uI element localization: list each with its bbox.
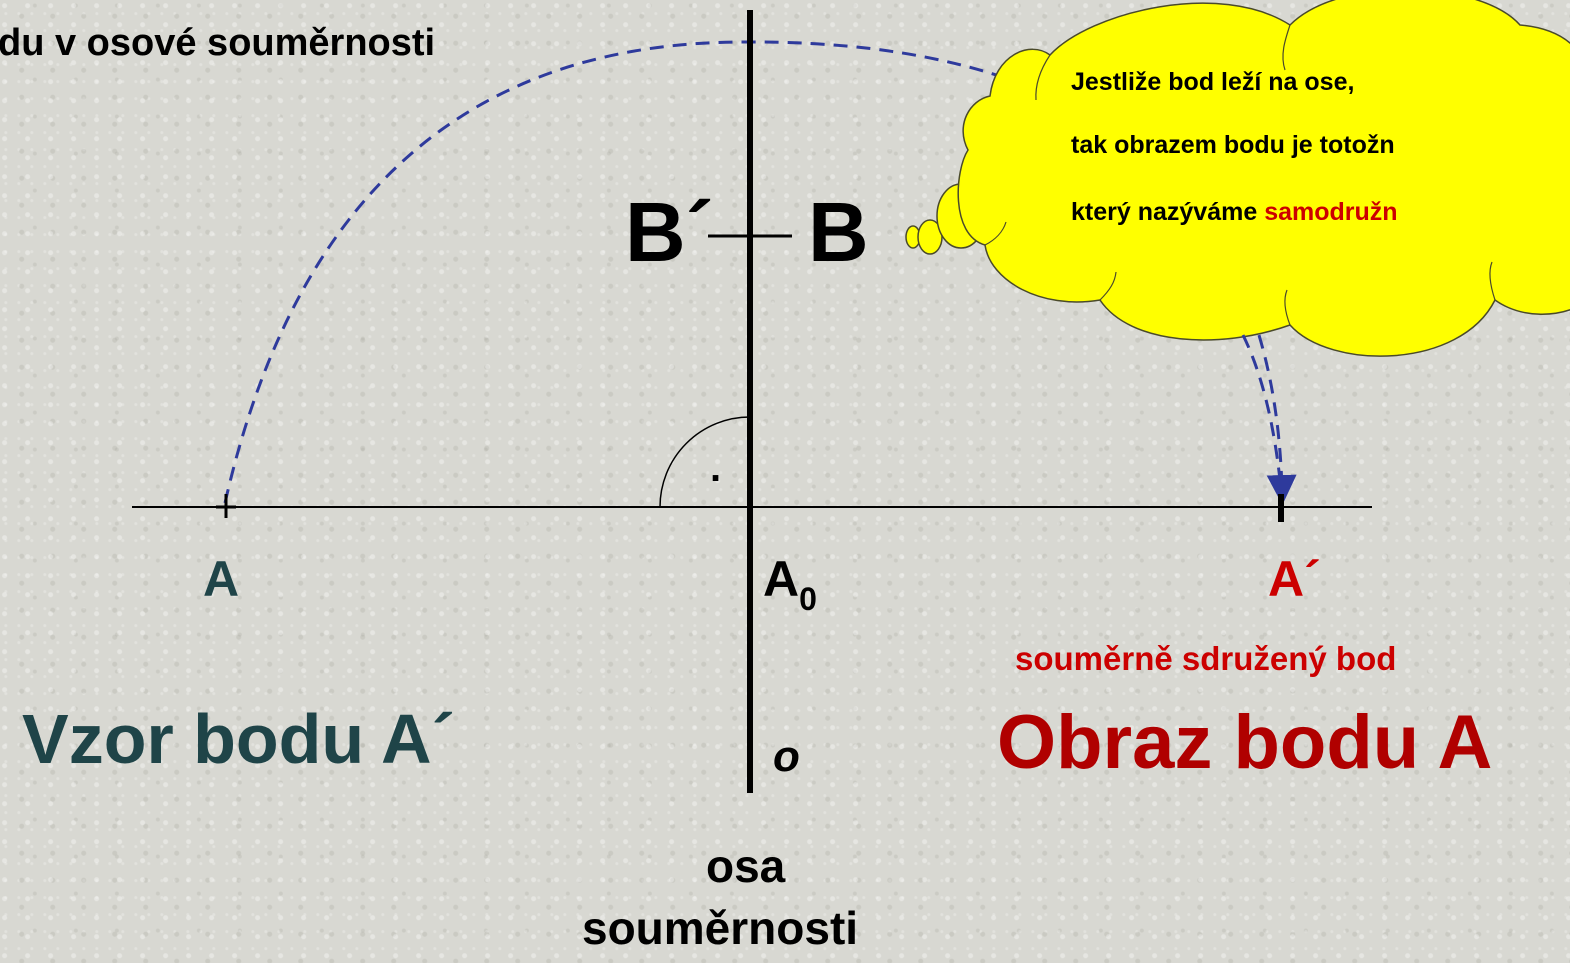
point-a0-subscript: 0 <box>799 581 817 617</box>
preimage-label: Vzor bodu A´ <box>22 700 455 778</box>
axis-o-label: o <box>773 732 800 781</box>
bubble-line-1: Jestliže bod leží na ose, <box>1071 68 1355 96</box>
point-a-mark <box>216 494 236 518</box>
right-angle-dot: . <box>710 446 722 490</box>
point-a-label: A <box>203 551 240 607</box>
thought-bubble <box>957 0 1570 357</box>
axis-label-line2: souměrnosti <box>582 902 859 954</box>
axis-label-line1: osa <box>706 840 786 892</box>
point-a-prime-label: A´ <box>1268 551 1321 607</box>
bubble-highlight: samodružn <box>1264 198 1398 226</box>
bubble-fold <box>1099 271 1117 301</box>
bubble-fold <box>984 221 1007 246</box>
point-a0-label: A0 <box>763 551 817 615</box>
conjugate-point-label: souměrně sdružený bod <box>1015 640 1397 677</box>
bubble-fold <box>1284 289 1291 326</box>
point-b-label: B <box>808 185 869 279</box>
bubble-fold <box>1282 24 1291 71</box>
bubble-fold <box>1035 54 1051 101</box>
point-b-prime-label: B´ <box>625 185 714 279</box>
page-title: du v osové souměrnosti <box>0 22 436 64</box>
bubble-line-3: který nazýváme samodružn <box>1071 200 1398 225</box>
point-a0-base: A <box>763 551 800 607</box>
bubble-fold <box>1489 261 1496 301</box>
right-angle-arc <box>659 416 751 508</box>
image-label: Obraz bodu A <box>997 700 1493 785</box>
bubble-line-3-prefix: který nazýváme <box>1071 198 1265 226</box>
bubble-line-2: tak obrazem bodu je totožn <box>1071 131 1395 159</box>
